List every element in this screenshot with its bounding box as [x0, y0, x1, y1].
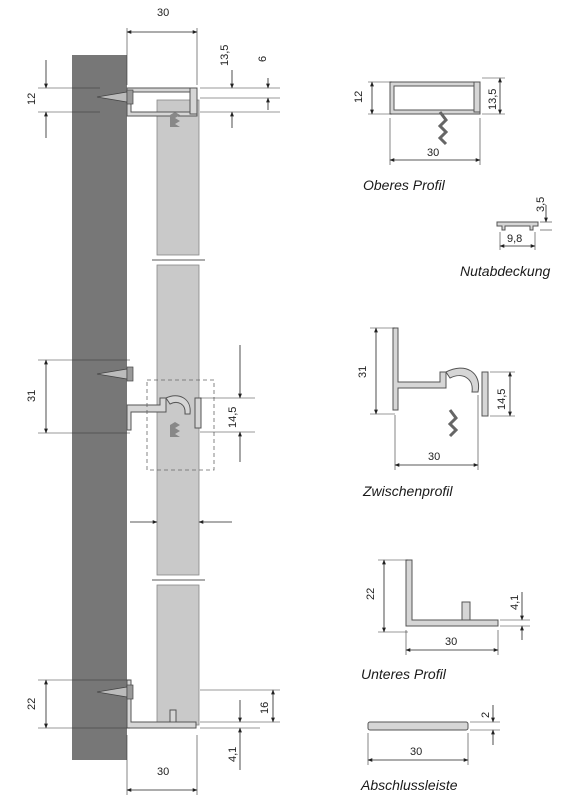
dim-abs-30: 30	[410, 746, 422, 758]
dim-zw-31: 31	[357, 366, 369, 378]
nutabdeckung-detail: 3,5 9,8 Nutabdeckung	[460, 197, 552, 279]
wall	[72, 55, 127, 760]
unteres-profil-detail: 22 4,1 30 Unteres Profil	[361, 559, 530, 682]
screw-top	[96, 89, 134, 105]
dim-abs-2: 2	[480, 712, 492, 718]
caption-oberes: Oberes Profil	[363, 177, 446, 193]
screw-bottom	[96, 684, 134, 700]
oberes-profil-detail: 12 13,5 30 Oberes Profil	[353, 77, 505, 193]
caption-zwischen: Zwischenprofil	[362, 483, 453, 499]
caption-unteres: Unteres Profil	[361, 666, 447, 682]
dim-nutab-98: 9,8	[507, 233, 522, 245]
dim-oberes-30: 30	[427, 147, 439, 159]
dim-nutab-35: 3,5	[535, 197, 547, 212]
dim-unt-22: 22	[365, 588, 377, 600]
abschlussleiste-detail: 2 30 Abschlussleiste	[360, 705, 500, 793]
dim-unt-30: 30	[445, 636, 457, 648]
dim-top-width: 30	[157, 7, 169, 19]
zwischenprofil-detail: 31 14,5 30 Zwischenprofil	[357, 327, 515, 499]
dim-unt-41: 4,1	[509, 595, 521, 610]
dim-zw-145: 14,5	[496, 389, 508, 410]
middle-profile	[126, 397, 167, 431]
panel-2	[156, 264, 200, 576]
dim-oberes-12: 12	[353, 91, 365, 103]
dim-oberes-135: 13,5	[487, 89, 499, 110]
panel-1	[156, 99, 200, 256]
caption-abschluss: Abschlussleiste	[360, 777, 458, 793]
dim-left-12: 12	[26, 93, 38, 105]
detail-box	[146, 379, 215, 471]
main-assembly: 30 13,5 6 12 31 14,5 22 16	[26, 7, 280, 795]
dim-left-31: 31	[26, 390, 38, 402]
dim-zw-30: 30	[428, 451, 440, 463]
panel-3	[156, 584, 200, 726]
dim-top-135: 13,5	[219, 45, 231, 66]
dim-mid-145: 14,5	[227, 407, 239, 428]
screw-middle	[96, 366, 134, 382]
dim-bottom-width: 30	[157, 766, 169, 778]
dim-bot-41: 4,1	[227, 747, 239, 762]
dim-left-22: 22	[26, 698, 38, 710]
dim-bot-16: 16	[259, 702, 271, 714]
caption-nutab: Nutabdeckung	[460, 263, 551, 279]
dim-top-6: 6	[257, 56, 269, 62]
